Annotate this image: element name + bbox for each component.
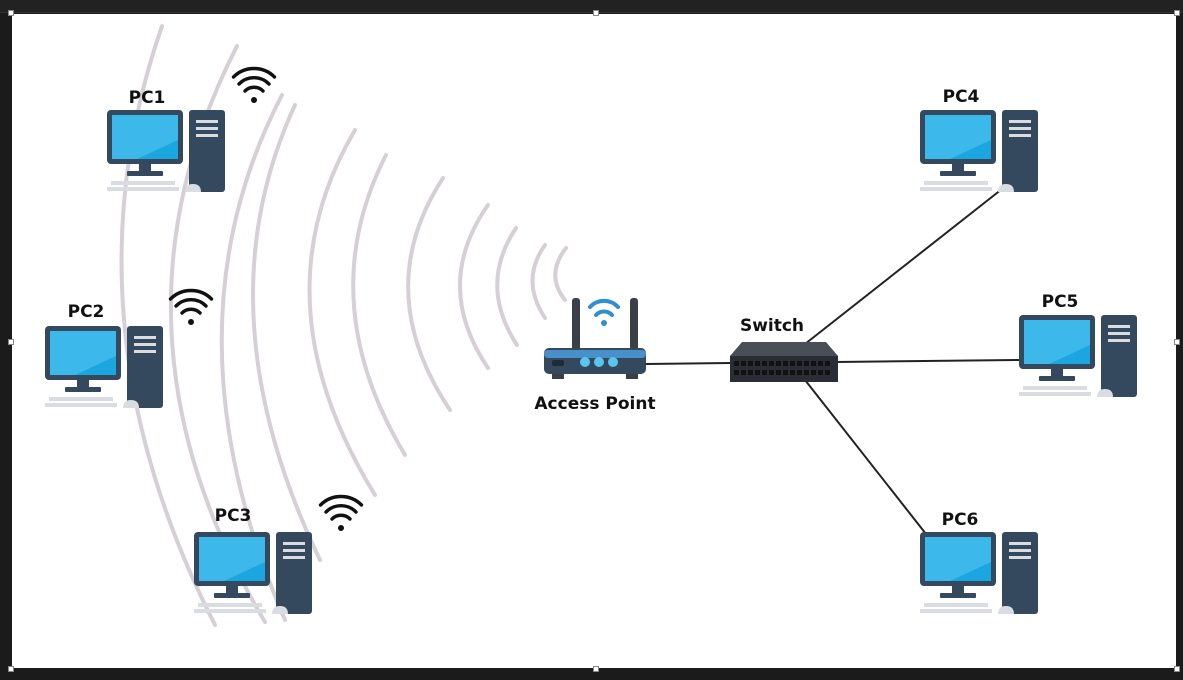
resize-handle[interactable] [593, 10, 599, 16]
resize-handle[interactable] [1174, 10, 1180, 16]
computer-icon [1019, 315, 1137, 397]
wifi-icon [318, 494, 364, 533]
wifi-icon [231, 66, 277, 105]
resize-handle[interactable] [1174, 666, 1180, 672]
resize-handle[interactable] [8, 666, 14, 672]
access-point-node: Access Point [534, 298, 656, 414]
link-switch-pc4 [804, 188, 1003, 345]
resize-handle[interactable] [593, 666, 599, 672]
diagram-canvas: PC1 PC2 PC3 PC4 PC5 PC6 [12, 14, 1176, 668]
switch-node: Switch [730, 316, 838, 382]
pc1-label: PC1 [129, 88, 166, 108]
resize-handle[interactable] [8, 339, 14, 345]
resize-handle[interactable] [1174, 339, 1180, 345]
router-icon [544, 298, 646, 379]
link-ap-switch [645, 362, 731, 365]
access-point-label: Access Point [534, 394, 655, 414]
switch-icon [730, 342, 838, 382]
wifi-icon [168, 288, 214, 327]
pc2-label: PC2 [68, 302, 105, 322]
computer-icon [920, 532, 1038, 614]
link-switch-pc5 [835, 359, 1021, 363]
wifi-signal-icon [588, 298, 620, 326]
computer-icon [920, 110, 1038, 192]
switch-label: Switch [740, 316, 804, 336]
pc6-node: PC6 [920, 510, 1038, 614]
pc4-node: PC4 [920, 87, 1038, 192]
pc3-label: PC3 [215, 506, 252, 526]
wireless-signal-waves [119, 24, 568, 627]
pc4-label: PC4 [943, 87, 980, 107]
pc3-node: PC3 [194, 506, 312, 614]
pc5-label: PC5 [1042, 292, 1079, 312]
network-links [645, 188, 1021, 535]
pc1-node: PC1 [107, 88, 225, 192]
resize-handle[interactable] [8, 10, 14, 16]
network-diagram: PC1 PC2 PC3 PC4 PC5 PC6 [45, 24, 1137, 627]
pc5-node: PC5 [1019, 292, 1137, 397]
computer-icon [45, 326, 163, 408]
editor-toolbar [0, 0, 1183, 13]
pc6-label: PC6 [942, 510, 979, 530]
pc2-node: PC2 [45, 302, 163, 408]
link-switch-pc6 [804, 379, 927, 535]
